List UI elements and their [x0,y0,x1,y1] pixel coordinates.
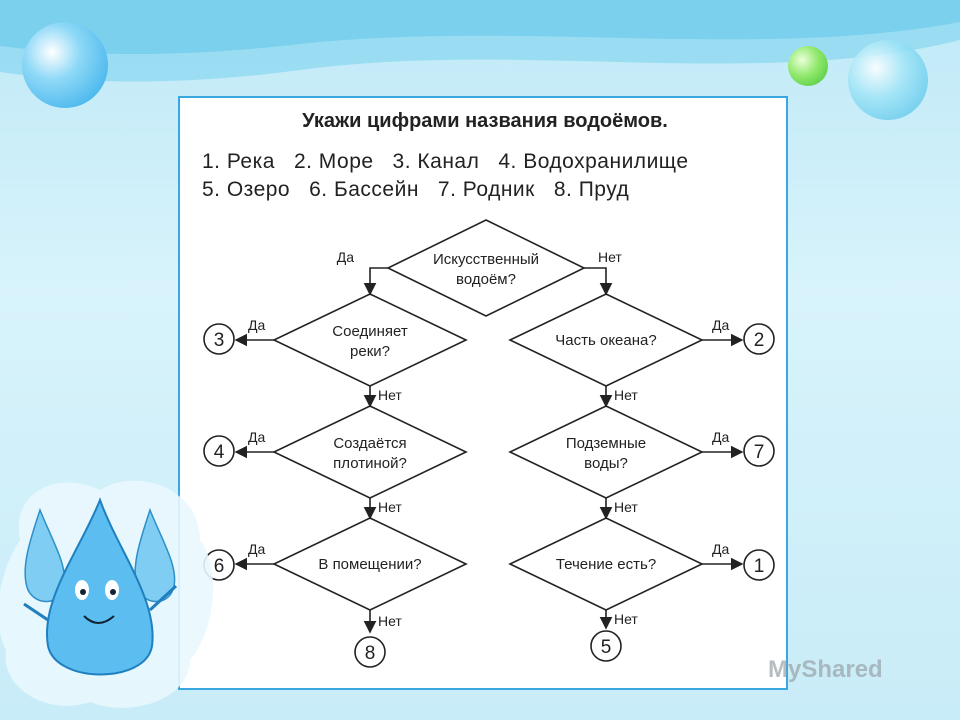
legend-line-2: 5. Озеро 6. Бассейн 7. Родник 8. Пруд [202,178,630,201]
answer-left3: 6 [214,556,225,577]
q-left2-line2: плотиной? [333,455,407,472]
decision-dam [272,405,468,499]
answer-right2: 7 [754,442,765,463]
q-right3-line1: Течение есть? [556,556,656,573]
worksheet-title: Укажи цифрами названия водоёмов. [302,110,668,132]
flowchart: Искусственный водоём? Соединяет реки? Со… [203,219,775,668]
answer-left2: 4 [214,442,225,463]
q-top-line1: Искусственный [433,251,539,268]
watermark-logo: MyShared [768,656,883,684]
q-right1-line1: Часть океана? [555,332,656,349]
top-decoration [0,0,960,120]
answer-right1: 2 [754,330,765,351]
q-left1-line2: реки? [350,343,390,360]
q-right2-line2: воды? [584,455,628,472]
label-yes-left1: Да [248,317,265,333]
blue-bubble [22,22,108,108]
label-no-right1: Нет [614,387,638,403]
label-yes-right3: Да [712,541,729,557]
answer-right-bottom: 5 [601,637,612,658]
label-no-right3: Нет [614,611,638,627]
green-bubble [788,46,828,86]
answer-left-bottom: 8 [365,643,376,664]
answer-circle-7 [743,435,775,467]
answer-circle-4 [203,435,235,467]
answer-circle-1 [743,549,775,581]
label-no-top: Нет [598,249,622,265]
label-yes-right1: Да [712,317,729,333]
q-left1-line1: Соединяет [332,323,408,340]
label-yes-left3: Да [248,541,265,557]
decision-artificial [386,219,586,317]
answer-left1: 3 [214,330,225,351]
legend-line-1: 1. Река 2. Море 3. Канал 4. Водохранилищ… [202,150,689,173]
worksheet-panel: Укажи цифрами названия водоёмов. 1. Река… [178,96,788,690]
answer-right3: 1 [754,556,765,577]
label-no-left1: Нет [378,387,402,403]
label-yes-top: Да [337,249,354,265]
q-left2-line1: Создаётся [333,435,406,452]
q-top-line2: водоём? [456,271,516,288]
answer-circle-8 [354,636,386,668]
decision-connects-rivers [272,293,468,387]
answer-circle-5 [590,630,622,662]
label-yes-right2: Да [712,429,729,445]
water-drop-mascot [0,470,215,720]
decision-underground [508,405,704,499]
answer-circle-3 [203,323,235,355]
answer-circle-2 [743,323,775,355]
label-no-left3: Нет [378,613,402,629]
watermark-text: MyShared [768,656,883,683]
label-no-right2: Нет [614,499,638,515]
blue-bubble-right [848,40,928,120]
q-right2-line1: Подземные [566,435,646,452]
label-yes-left2: Да [248,429,265,445]
q-left3-line1: В помещении? [318,556,421,573]
label-no-left2: Нет [378,499,402,515]
